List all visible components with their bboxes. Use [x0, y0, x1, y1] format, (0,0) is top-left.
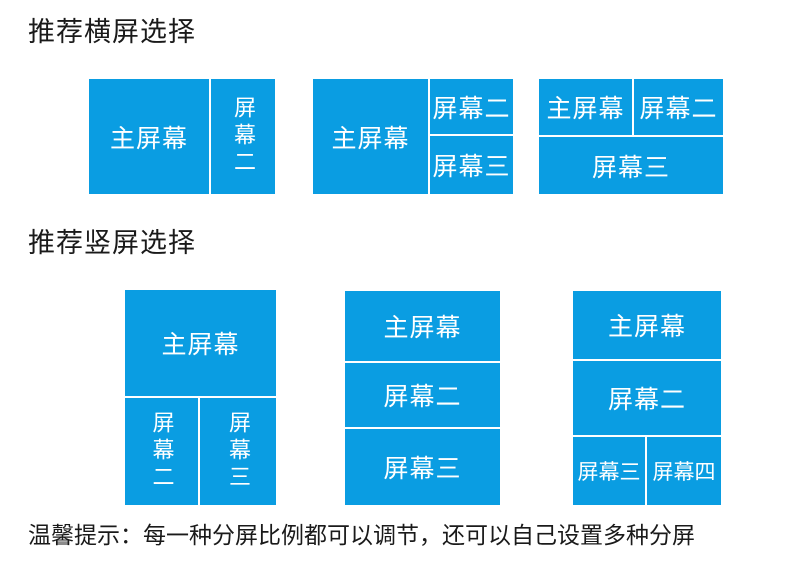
cell-screen-3: 屏幕三: [573, 437, 645, 505]
cell-screen-2: 屏幕二: [125, 398, 198, 505]
cell-screen-2: 屏幕二: [211, 79, 275, 194]
landscape-layout-option-2[interactable]: 主屏幕 屏幕二 屏幕三: [313, 79, 513, 194]
cell-screen-3: 屏幕三: [345, 429, 500, 505]
screen-2-vertical-label: 屏幕二: [231, 96, 256, 177]
cell-screen-2: 屏幕二: [430, 79, 513, 134]
portrait-layout-option-3[interactable]: 主屏幕 屏幕二 屏幕三 屏幕四: [573, 291, 721, 505]
cell-screen-3: 屏幕三: [539, 137, 723, 194]
cell-main-screen: 主屏幕: [539, 79, 632, 135]
screen-2-vertical-label: 屏幕二: [149, 411, 175, 492]
cell-main-screen: 主屏幕: [573, 291, 721, 359]
landscape-layout-option-1[interactable]: 主屏幕 屏幕二: [89, 79, 275, 194]
right-column-split: 屏幕二 屏幕三: [430, 79, 513, 194]
cell-screen-3: 屏幕三: [430, 136, 513, 194]
cell-screen-2: 屏幕二: [573, 361, 721, 435]
landscape-section-heading: 推荐横屏选择: [28, 17, 196, 47]
portrait-section-heading: 推荐竖屏选择: [28, 228, 196, 258]
cell-screen-2: 屏幕二: [634, 79, 723, 135]
cell-screen-4: 屏幕四: [647, 437, 721, 505]
cell-main-screen: 主屏幕: [345, 291, 500, 361]
bottom-row-split: 屏幕三 屏幕四: [573, 437, 721, 505]
cell-main-screen: 主屏幕: [313, 79, 428, 194]
portrait-layout-option-2[interactable]: 主屏幕 屏幕二 屏幕三: [345, 291, 500, 505]
cell-main-screen: 主屏幕: [125, 290, 276, 396]
tip-text: 温馨提示：每一种分屏比例都可以调节，还可以自己设置多种分屏: [28, 522, 695, 548]
cell-main-screen: 主屏幕: [89, 79, 209, 194]
top-row-split: 主屏幕 屏幕二: [539, 79, 723, 135]
portrait-layout-option-1[interactable]: 主屏幕 屏幕二 屏幕三: [125, 290, 276, 505]
screen-3-vertical-label: 屏幕三: [226, 411, 251, 492]
landscape-layout-option-3[interactable]: 主屏幕 屏幕二 屏幕三: [539, 79, 723, 194]
bottom-row-split: 屏幕二 屏幕三: [125, 398, 276, 505]
cell-screen-2: 屏幕二: [345, 363, 500, 427]
cell-screen-3: 屏幕三: [200, 398, 276, 505]
